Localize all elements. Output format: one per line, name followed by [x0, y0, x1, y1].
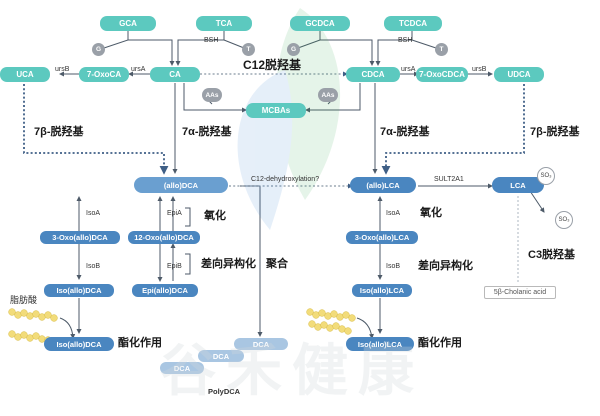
node-allo-lca[interactable]: (allo)LCA	[350, 177, 416, 193]
node-mcbas[interactable]: MCBAs	[246, 103, 306, 118]
epib-label: EpiB	[167, 263, 182, 270]
node-iso-allo-dca-ester[interactable]: Iso(allo)DCA	[44, 337, 114, 351]
7alpha-dehydroxylation-left: 7α-脱羟基	[182, 126, 232, 138]
isob-label-right: IsoB	[386, 263, 401, 270]
c3-dehydroxylation-label: C3脱羟基	[528, 249, 576, 261]
polydca-unit-3: DCA	[234, 338, 288, 350]
background-watermark: 谷禾健康	[160, 339, 424, 404]
node-epi-allo-dca[interactable]: Epi(allo)DCA	[132, 284, 198, 297]
isoa-label-right: IsoA	[386, 210, 401, 217]
node-ca[interactable]: CA	[150, 67, 200, 82]
glycine-badge-left: G	[92, 43, 105, 56]
node-allo-dca[interactable]: (allo)DCA	[134, 177, 228, 193]
bsh-label-left: BSH	[204, 37, 219, 44]
sult2a1-label: SULT2A1	[434, 176, 464, 183]
isoa-label-left: IsoA	[86, 210, 101, 217]
polydca-unit-1: DCA	[160, 362, 204, 374]
7beta-dehydroxylation-right: 7β-脱羟基	[530, 126, 580, 138]
polydca-label: PolyDCA	[208, 387, 241, 396]
node-iso-allo-lca-ester[interactable]: Iso(allo)LCA	[346, 337, 414, 351]
leaf-watermark-icon	[237, 8, 341, 230]
ursa-label-left: ursA	[131, 66, 146, 73]
node-cdca[interactable]: CDCA	[346, 67, 400, 82]
sulfate-badge-top: SO₃	[537, 167, 555, 185]
7beta-dehydroxylation-left: 7β-脱羟基	[34, 126, 84, 138]
node-tca[interactable]: TCA	[196, 16, 252, 31]
taurine-badge-left: T	[242, 43, 255, 56]
polymerization-label: 聚合	[266, 258, 288, 270]
bsh-label-right: BSH	[398, 37, 413, 44]
esterification-label-left: 酯化作用	[118, 337, 162, 349]
node-uca[interactable]: UCA	[0, 67, 50, 82]
node-udca[interactable]: UDCA	[494, 67, 544, 82]
node-lca[interactable]: LCA	[492, 177, 544, 193]
node-iso-allo-lca[interactable]: Iso(allo)LCA	[352, 284, 412, 297]
7alpha-dehydroxylation-right: 7α-脱羟基	[380, 126, 430, 138]
epia-label: EpiA	[167, 210, 182, 217]
node-12-oxo-allo-dca[interactable]: 12-Oxo(allo)DCA	[128, 231, 200, 244]
esterification-label-right: 酯化作用	[418, 337, 462, 349]
polydca-unit-2: DCA	[198, 350, 244, 362]
node-tcdca[interactable]: TCDCA	[384, 16, 442, 31]
sulfate-badge-bottom: SO₃	[555, 211, 573, 229]
node-3-oxo-allo-dca[interactable]: 3-Oxo(allo)DCA	[40, 231, 120, 244]
node-gca[interactable]: GCA	[100, 16, 156, 31]
c12-dehydroxylation-title: C12脱羟基	[243, 58, 302, 72]
glycine-badge-right: G	[287, 43, 300, 56]
node-3-oxo-allo-lca[interactable]: 3-Oxo(allo)LCA	[346, 231, 418, 244]
dehydroxylation-links	[23, 71, 525, 284]
node-5beta-cholanic-acid[interactable]: 5β-Cholanic acid	[484, 286, 556, 299]
node-7-oxoca[interactable]: 7-OxoCA	[79, 67, 129, 82]
c12-dehydroxylation-question: C12-dehydroxylation?	[251, 176, 320, 183]
oxidation-label-right: 氧化	[420, 207, 442, 219]
amino-acids-badge-left: AAs	[202, 88, 222, 102]
isob-label-left: IsoB	[86, 263, 101, 270]
ursb-label-left: ursB	[55, 66, 70, 73]
epimerization-label-left: 差向异构化	[201, 258, 256, 270]
node-7-oxocdca[interactable]: 7-OxoCDCA	[416, 67, 468, 82]
ursb-label-right: ursB	[472, 66, 487, 73]
oxidation-label-left: 氧化	[204, 210, 226, 222]
fatty-acid-chains	[8, 308, 356, 344]
node-iso-allo-dca[interactable]: Iso(allo)DCA	[44, 284, 114, 297]
amino-acids-badge-right: AAs	[318, 88, 338, 102]
node-gcdca[interactable]: GCDCA	[290, 16, 350, 31]
ursa-label-right: ursA	[401, 66, 416, 73]
taurine-badge-right: T	[435, 43, 448, 56]
fatty-acid-label: 脂肪酸	[10, 295, 38, 305]
epimerization-label-right: 差向异构化	[418, 260, 473, 272]
